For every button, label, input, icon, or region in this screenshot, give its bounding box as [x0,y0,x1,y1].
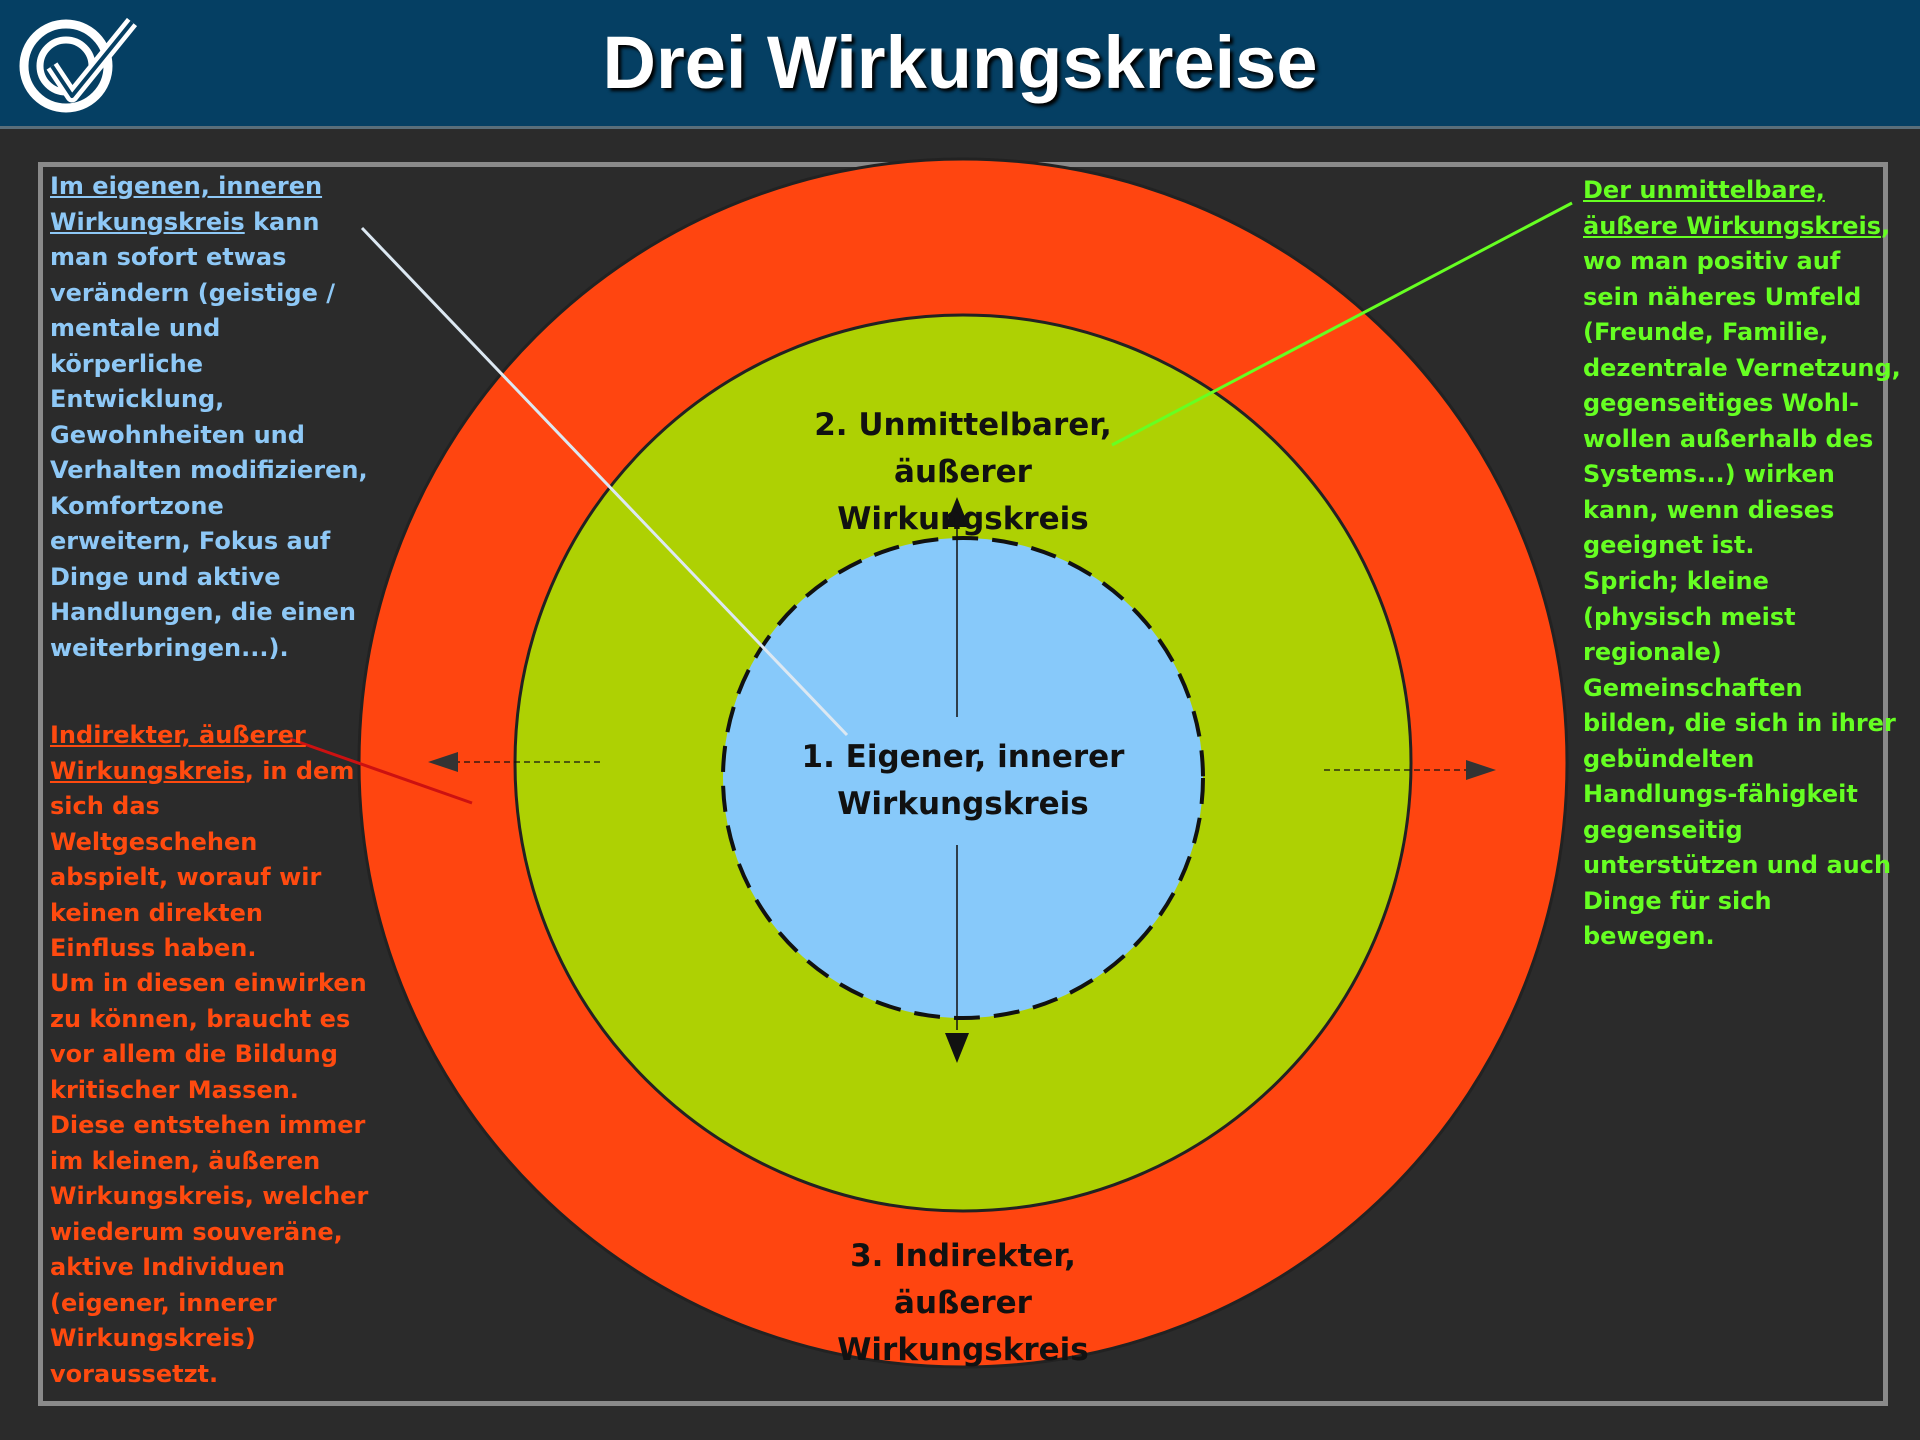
middle-description-heading: Der unmittelbare, äußere Wirkungskreis [1583,176,1882,240]
inner-circle-label: 1. Eigener, innerer Wirkungskreis [801,739,1125,822]
inner-description-text: kann man sofort etwas verändern (geistig… [50,207,368,662]
arrow-left-icon [428,752,458,772]
middle-description-text: , wo man positiv auf sein näheres Umfeld… [1583,211,1901,560]
arrow-down-icon [945,1033,969,1063]
header-bar: Drei Wirkungskreise [0,0,1920,129]
outer-description-text: , in dem sich das Weltgeschehen abspielt… [50,756,355,963]
middle-circle-label: 2. Unmittelbarer, äußerer Wirkungskreis [814,407,1112,537]
page-title: Drei Wirkungskreise [602,21,1318,104]
outer-circle-label: 3. Indirekter, äußerer Wirkungskreis [837,1238,1089,1368]
leader-line-inner [360,226,849,737]
leader-line-middle [1111,201,1573,447]
leader-line-outer [289,737,473,805]
arrow-up-icon [945,497,969,527]
outer-circle-description-2: Um in diesen einwirken zu können, brauch… [50,969,369,1388]
inner-description-heading: Im eigenen, inneren Wirkungskreis [50,172,323,236]
arrow-right-icon [1466,760,1496,780]
middle-circle-description: Der unmittelbare, äußere Wirkungskreis, … [1583,173,1903,564]
inner-circle-description: Im eigenen, inneren Wirkungskreis kann m… [50,169,370,666]
middle-circle-description-2: Sprich; kleine (physisch meist regionale… [1583,567,1896,950]
rv-checkmark-logo-icon [19,17,138,113]
inner-circle [721,536,1205,1020]
outer-circle-description: Indirekter, äußerer Wirkungskreis, in de… [50,718,370,967]
outer-description-heading: Indirekter, äußerer Wirkungskreis [50,721,306,785]
